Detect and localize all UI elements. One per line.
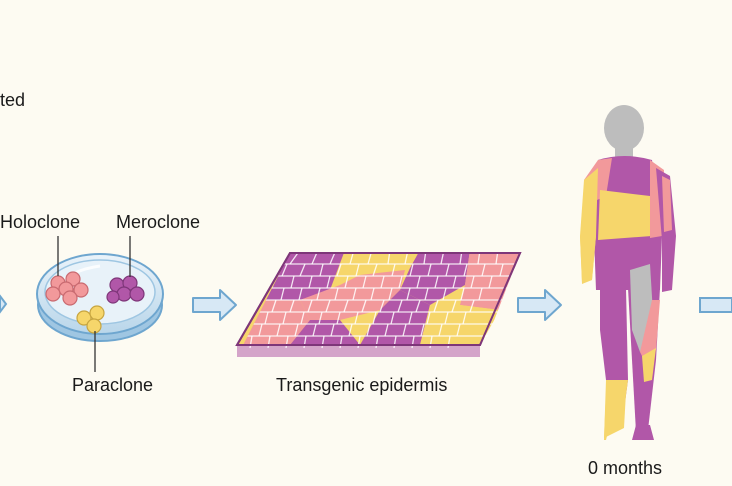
patient-figure [580,105,676,440]
meroclone-cluster [106,275,145,304]
paraclone-label: Paraclone [72,375,154,395]
meroclone-label: Meroclone [116,212,201,232]
arrow-right-partial [699,297,732,313]
epidermis-sheet [235,252,522,357]
label-leader-lines [57,236,131,372]
arrow-left-partial [0,294,8,314]
top-left-fragment-label: ted [0,90,26,110]
time-label: 0 months [588,458,663,478]
paraclone-cluster [76,305,105,334]
arrow-epidermis-to-body [517,289,562,321]
transgenic-epidermis-label: Transgenic epidermis [276,375,448,395]
arrow-dish-to-epidermis [192,289,237,321]
holoclone-label: Holoclone [0,212,81,232]
